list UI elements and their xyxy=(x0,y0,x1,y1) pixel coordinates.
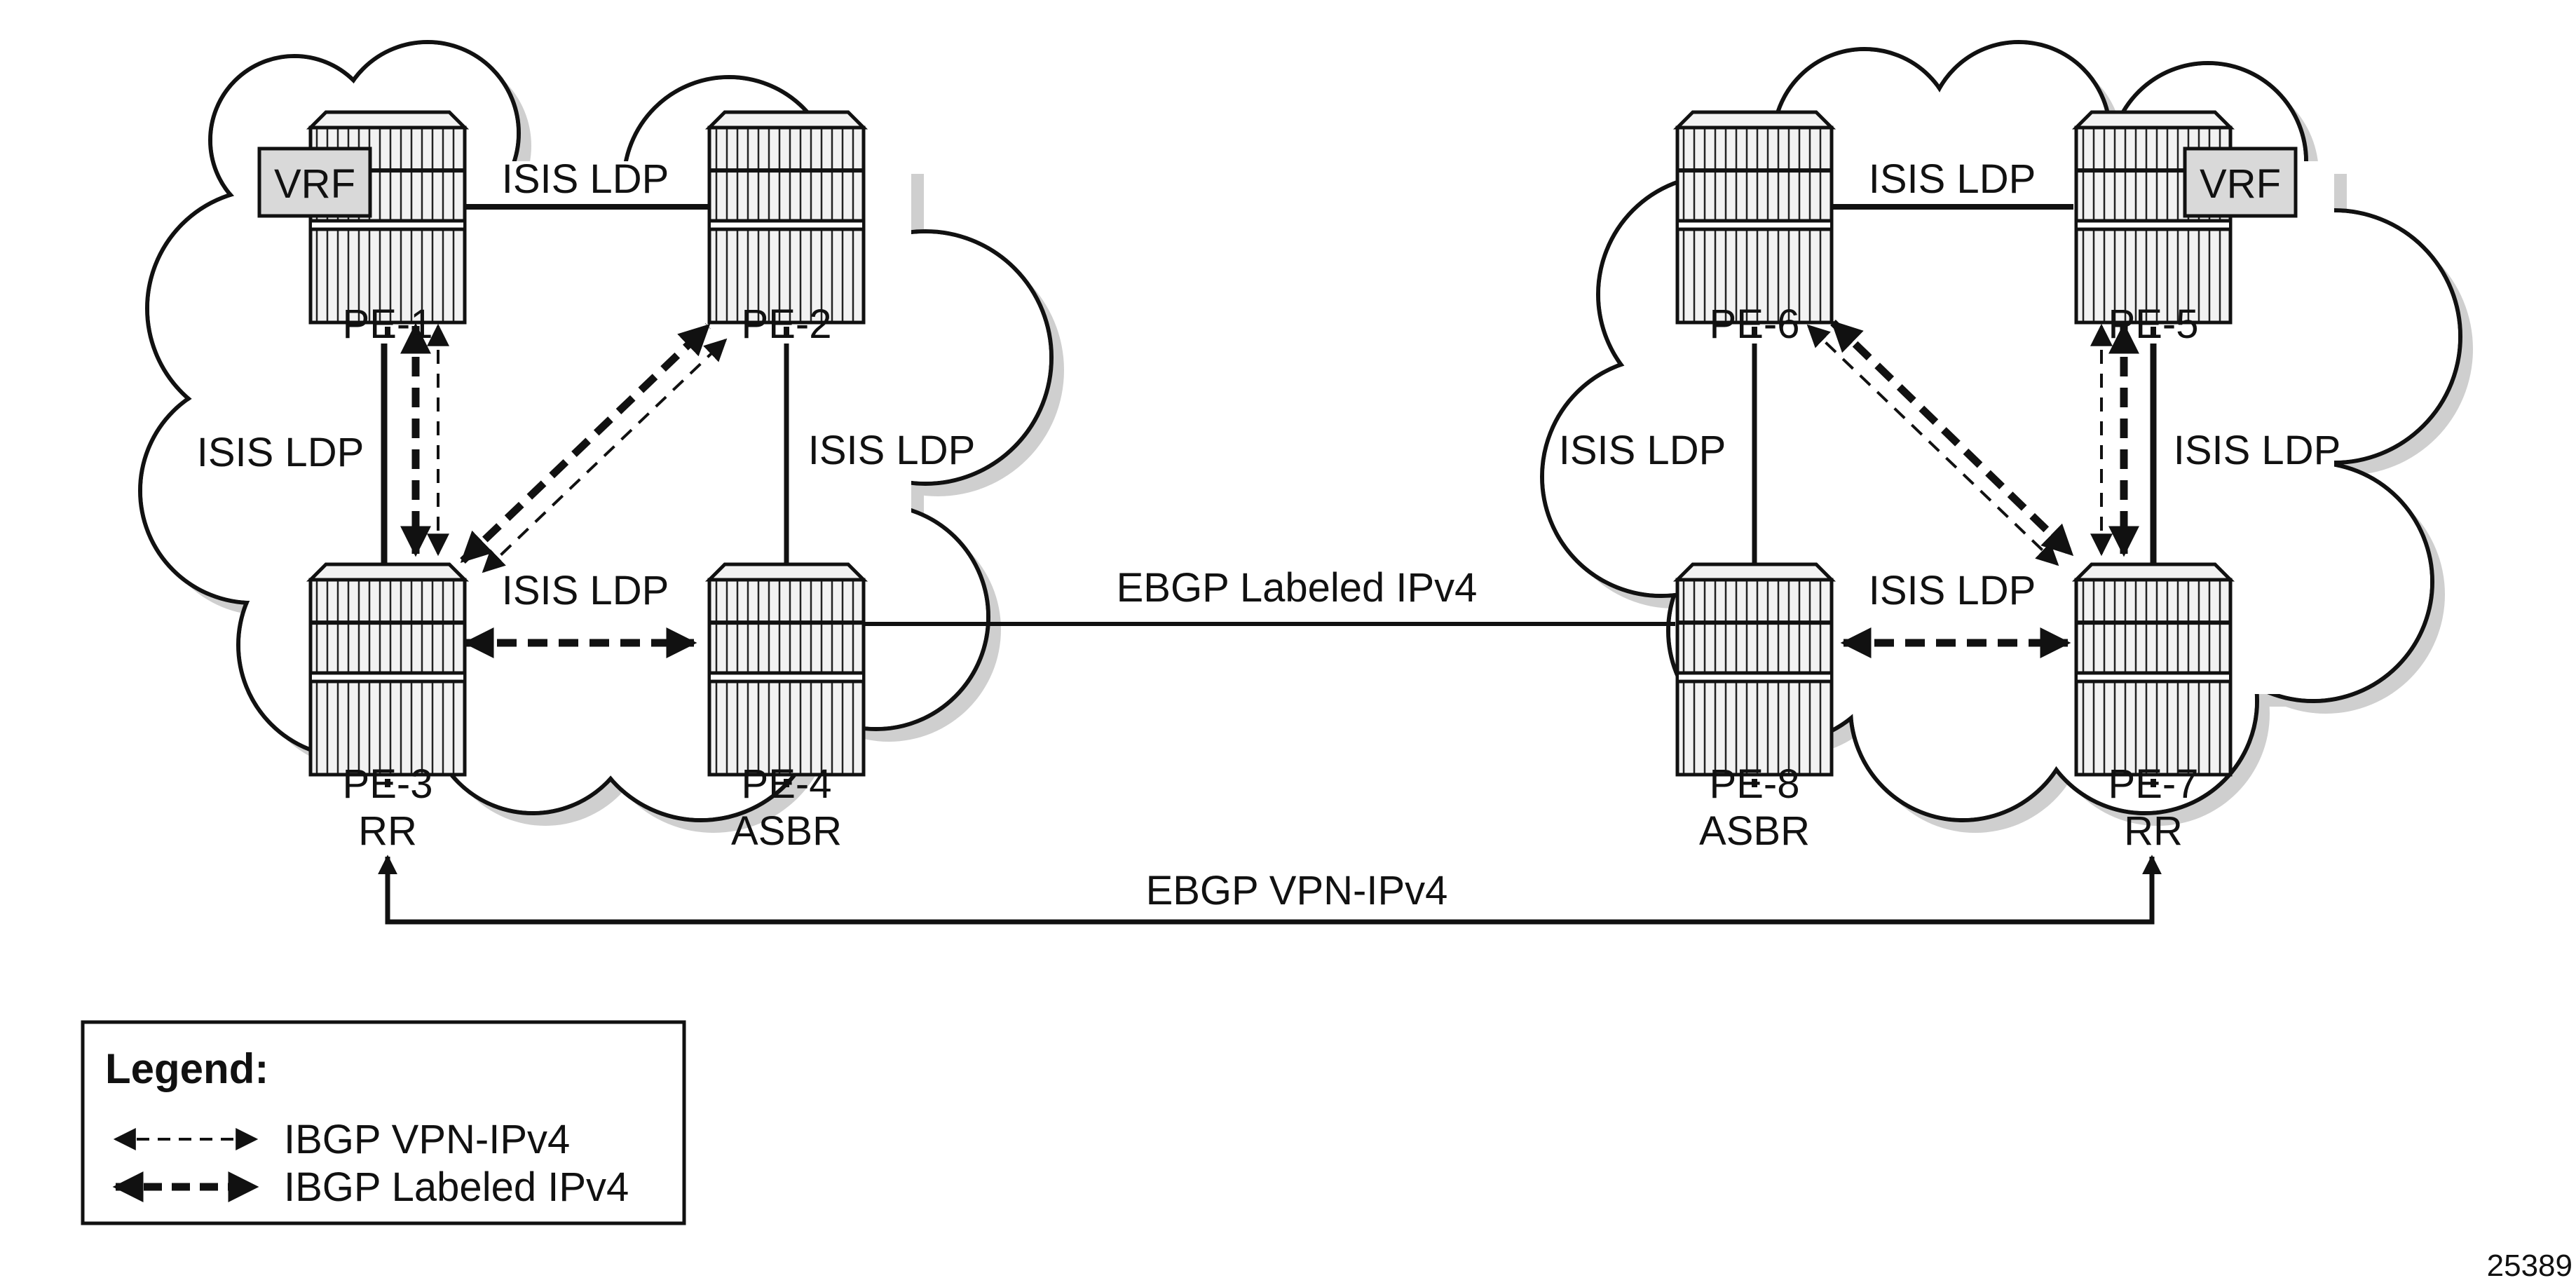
vrf-badge-pe5: VRF xyxy=(2200,161,2281,207)
vrf-badge-pe5-box xyxy=(2183,147,2298,218)
link-pe3-pe7 xyxy=(385,876,2155,925)
node-role-pe8: ASBR xyxy=(1699,808,1810,854)
legend: Legend: IBGP VPN-IPv4 IBGP Labeled IPv4 xyxy=(81,1020,686,1225)
link-label-pe1-pe2: ISIS LDP xyxy=(502,156,669,202)
node-role-pe7: RR xyxy=(2124,808,2183,854)
link-label-pe2-pe4: ISIS LDP xyxy=(808,428,976,473)
link-label-pe6-pe8: ISIS LDP xyxy=(1559,428,1726,473)
link-label-pe1-pe3: ISIS LDP xyxy=(197,430,364,475)
router-pe7 xyxy=(2071,562,2235,787)
node-label-pe5: PE-5 xyxy=(2108,301,2199,347)
node-label-pe4: PE-4 xyxy=(742,761,832,807)
link-labels: ISIS LDP ISIS LDP ISIS LDP ISIS LDP ISIS… xyxy=(197,156,2341,913)
node-label-pe8: PE-8 xyxy=(1710,761,1800,807)
ibgp-labeled-pe6-pe7 xyxy=(1830,320,2074,557)
node-label-pe6: PE-6 xyxy=(1710,301,1800,347)
ibgp-vpn-pe3-pe2 xyxy=(482,338,728,573)
node-role-pe3: RR xyxy=(358,808,417,854)
node-label-pe3: PE-3 xyxy=(343,761,433,807)
link-label-pe8-pe7: ISIS LDP xyxy=(1869,568,2036,613)
link-label-pe3-pe4: ISIS LDP xyxy=(502,568,669,613)
figure-id: 25389 xyxy=(2487,1249,2572,1283)
router-pe4 xyxy=(704,562,868,787)
link-label-pe3-pe7: EBGP VPN-IPv4 xyxy=(1146,868,1448,913)
vrf-badges: VRF VRF xyxy=(257,147,2298,218)
router-pe3 xyxy=(306,562,470,787)
routers xyxy=(306,110,2235,787)
router-pe6 xyxy=(1672,110,1836,335)
router-pe8 xyxy=(1672,562,1836,787)
link-label-pe4-pe8: EBGP Labeled IPv4 xyxy=(1117,565,1478,611)
node-label-pe7: PE-7 xyxy=(2108,761,2199,807)
link-label-pe5-pe7: ISIS LDP xyxy=(2174,428,2341,473)
router-pe2 xyxy=(704,110,868,335)
node-labels: PE-1 PE-2 PE-3 RR PE-4 ASBR PE-5 PE-6 PE… xyxy=(343,301,2199,854)
legend-title: Legend: xyxy=(105,1045,268,1092)
solid-links xyxy=(378,204,2162,925)
node-label-pe1: PE-1 xyxy=(343,301,433,347)
legend-item-labeled: IBGP Labeled IPv4 xyxy=(284,1164,629,1210)
link-label-pe6-pe5: ISIS LDP xyxy=(1869,156,2036,202)
node-label-pe2: PE-2 xyxy=(742,301,832,347)
legend-item-vpn: IBGP VPN-IPv4 xyxy=(284,1117,570,1162)
ibgp-sessions xyxy=(400,320,2139,658)
node-role-pe4: ASBR xyxy=(731,808,842,854)
vrf-badge-pe1: VRF xyxy=(274,161,355,207)
vrf-badge-pe1-box xyxy=(257,147,372,218)
